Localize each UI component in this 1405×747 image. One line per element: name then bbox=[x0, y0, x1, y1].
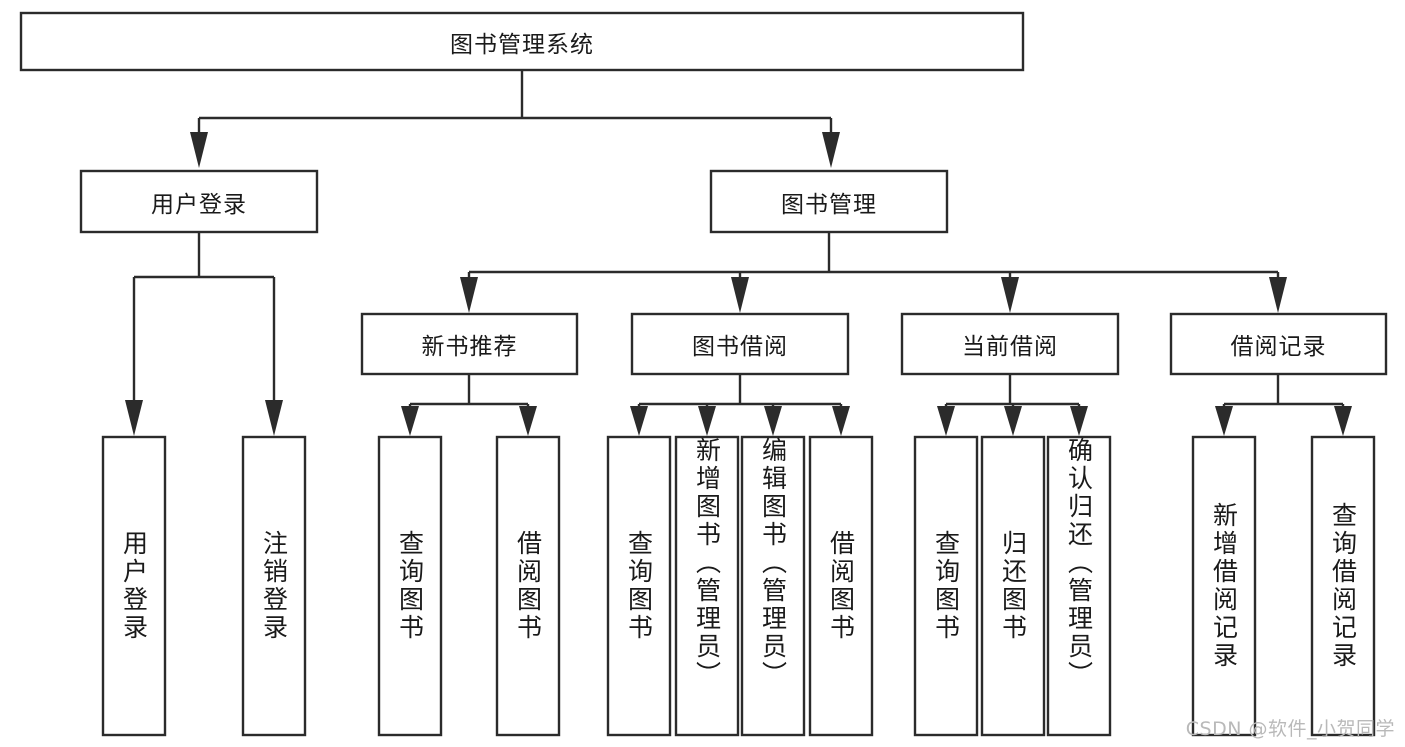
node-box-leaf-bw-edit[interactable] bbox=[740, 435, 806, 737]
node-box-newbook[interactable] bbox=[360, 312, 579, 376]
node-box-borrow[interactable] bbox=[630, 312, 850, 376]
arrow-head-to-leaf-bw-lend bbox=[832, 406, 850, 436]
node-box-leaf-cu-return[interactable] bbox=[980, 435, 1046, 737]
node-box-leaf-rc-add[interactable] bbox=[1191, 435, 1257, 737]
arrow-head-to-leaf-nb-borrow bbox=[519, 406, 537, 436]
arrow-head-to-leaf-bw-query bbox=[630, 406, 648, 436]
arrow-head-to-leaf-user-logout bbox=[265, 400, 283, 436]
arrow-head-to-leaf-bw-edit bbox=[764, 406, 782, 436]
node-box-leaf-cu-query[interactable] bbox=[913, 435, 979, 737]
connector-records-to-bus bbox=[1222, 374, 1345, 408]
connector-current-to-bus bbox=[944, 374, 1081, 408]
node-box-records[interactable] bbox=[1169, 312, 1388, 376]
node-box-leaf-bw-query[interactable] bbox=[606, 435, 672, 737]
arrow-head-to-leaf-rc-add bbox=[1215, 406, 1233, 436]
node-box-leaf-bw-add[interactable] bbox=[674, 435, 740, 737]
node-box-leaf-nb-query[interactable] bbox=[377, 435, 443, 737]
arrow-head-to-leaf-cu-confirm bbox=[1070, 406, 1088, 436]
node-box-leaf-bw-lend[interactable] bbox=[808, 435, 874, 737]
arrow-head-to-current bbox=[1001, 277, 1019, 313]
arrow-head-to-leaf-rc-query bbox=[1334, 406, 1352, 436]
connector-root-to-bus bbox=[197, 70, 833, 133]
arrow-head-to-login bbox=[190, 132, 208, 168]
connector-newbook-to-bus bbox=[408, 374, 530, 408]
arrow-head-to-newbook bbox=[460, 277, 478, 313]
node-box-leaf-user-logout[interactable] bbox=[241, 435, 307, 737]
arrow-head-to-borrow bbox=[731, 277, 749, 313]
node-box-current[interactable] bbox=[900, 312, 1120, 376]
connector-login-to-bus bbox=[132, 232, 276, 400]
connector-bookmgmt-to-bus bbox=[467, 232, 1280, 278]
arrow-head-to-leaf-cu-return bbox=[1004, 406, 1022, 436]
arrow-head-to-leaf-bw-add bbox=[698, 406, 716, 436]
node-box-leaf-user-login[interactable] bbox=[101, 435, 167, 737]
node-box-bookmgmt[interactable] bbox=[709, 169, 949, 234]
connector-borrow-to-bus bbox=[637, 374, 843, 408]
node-box-root[interactable] bbox=[19, 11, 1025, 72]
node-box-leaf-rc-query[interactable] bbox=[1310, 435, 1376, 737]
arrow-head-to-leaf-nb-query bbox=[401, 406, 419, 436]
node-box-login[interactable] bbox=[79, 169, 319, 234]
arrow-head-to-leaf-cu-query bbox=[937, 406, 955, 436]
watermark-text: CSDN @软件_小贺同学 bbox=[1185, 718, 1395, 740]
arrow-head-to-leaf-user-login bbox=[125, 400, 143, 436]
node-box-group bbox=[19, 11, 1388, 737]
node-box-leaf-nb-borrow[interactable] bbox=[495, 435, 561, 737]
arrow-head-to-bookmgmt bbox=[822, 132, 840, 168]
node-box-leaf-cu-confirm[interactable] bbox=[1046, 435, 1112, 737]
connector-group bbox=[125, 70, 1352, 436]
arrow-head-to-records bbox=[1269, 277, 1287, 313]
